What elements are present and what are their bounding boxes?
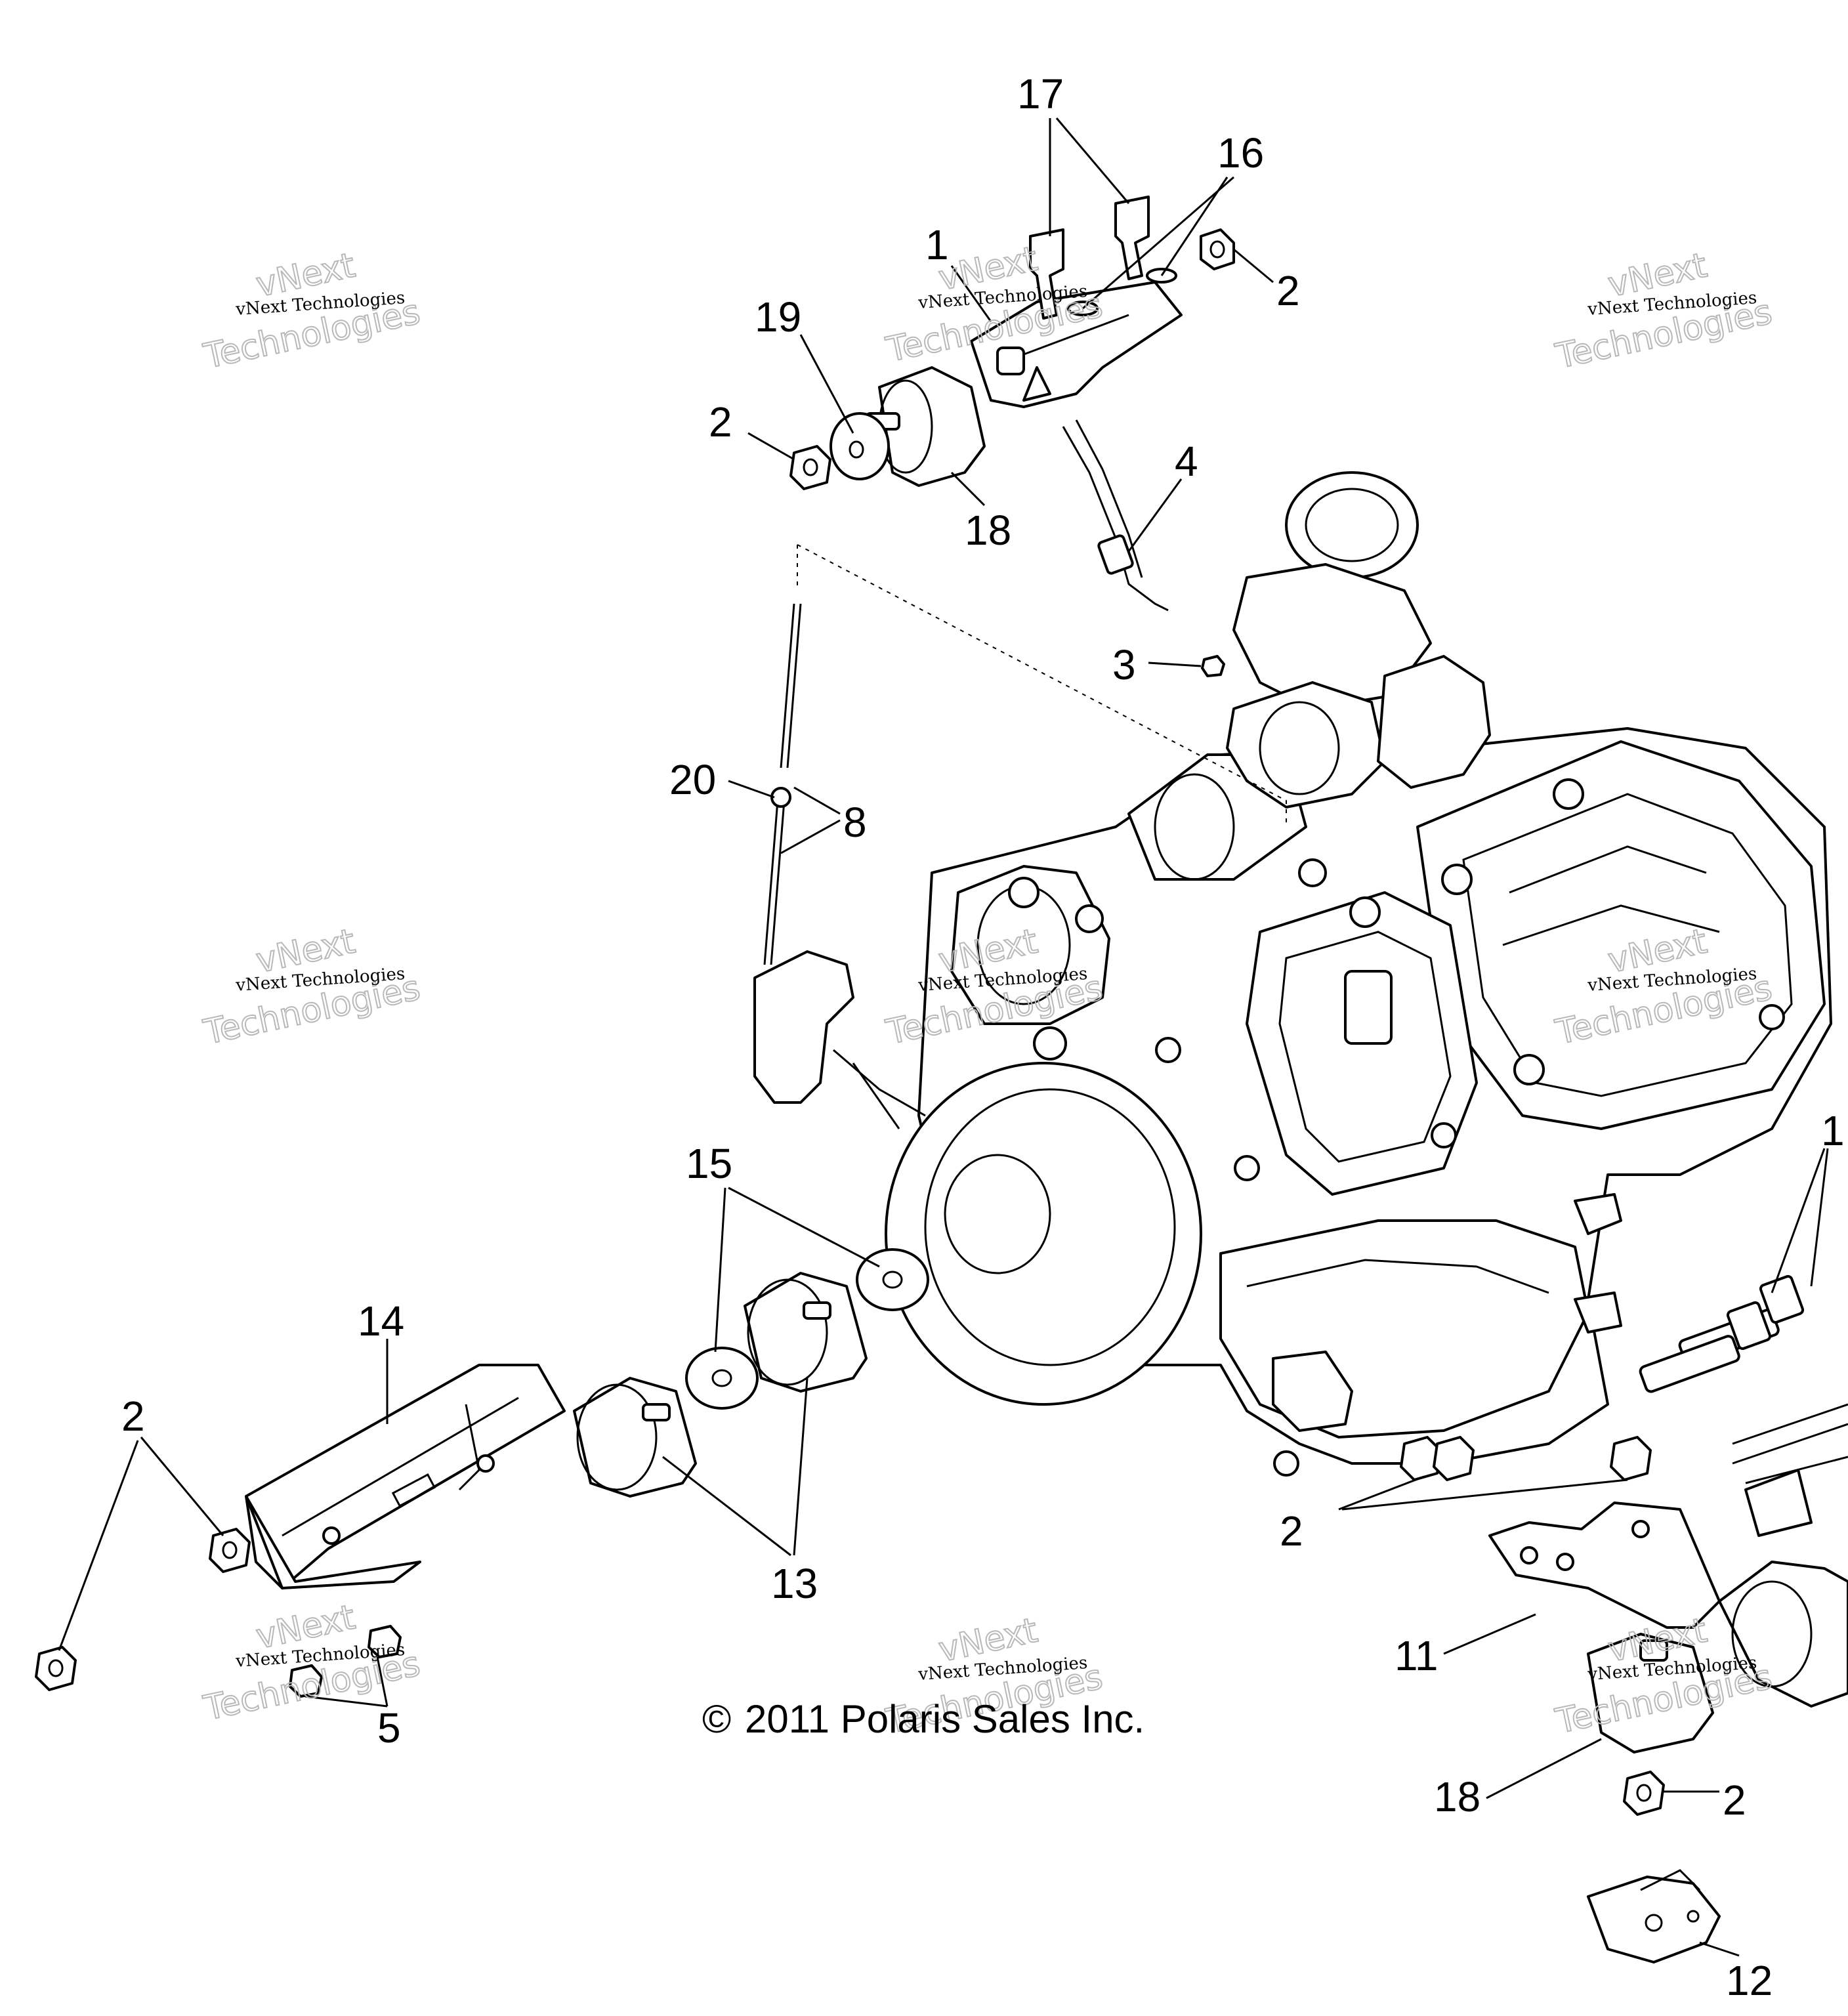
callout-3: 3 xyxy=(1112,641,1136,688)
rear-mount-group xyxy=(1400,1436,1721,1964)
callout-16: 16 xyxy=(1217,129,1264,177)
small-nut xyxy=(1201,655,1225,677)
engine-assembly xyxy=(753,471,1848,1708)
dipstick-group xyxy=(763,544,1287,965)
copyright-symbol: © xyxy=(702,1697,731,1741)
watermark-top-left: vNext Technologies vNext Technologies xyxy=(200,245,424,377)
callout-2-top-right: 2 xyxy=(1276,267,1300,314)
callout-2-front: 2 xyxy=(121,1393,145,1440)
front-mount-group xyxy=(35,1248,929,1698)
callout-13: 13 xyxy=(771,1560,818,1607)
callout-4: 4 xyxy=(1175,438,1198,485)
callout-17: 17 xyxy=(1017,70,1064,117)
callout-1-right: 1 xyxy=(1821,1107,1845,1154)
copyright-notice: © 2011 Polaris Sales Inc. xyxy=(702,1697,1144,1741)
callout-19: 19 xyxy=(755,293,801,341)
callout-2-rear: 2 xyxy=(1280,1507,1303,1555)
callout-11: 11 xyxy=(1395,1632,1438,1679)
callout-8: 8 xyxy=(843,799,867,846)
callout-15: 15 xyxy=(686,1140,732,1187)
callout-5: 5 xyxy=(377,1704,401,1752)
callout-2-bottom: 2 xyxy=(1723,1776,1746,1824)
copyright-text: 2011 Polaris Sales Inc. xyxy=(745,1697,1144,1741)
watermark-top-right: vNext Technologies vNext Technologies xyxy=(1551,245,1776,377)
callout-1-top: 1 xyxy=(925,221,949,268)
callout-18-top: 18 xyxy=(965,507,1011,554)
callout-12: 12 xyxy=(1726,1957,1773,2004)
callout-14: 14 xyxy=(358,1297,404,1345)
top-mount-group xyxy=(789,196,1235,490)
watermark-mid-left: vNext Technologies vNext Technologies xyxy=(200,921,424,1053)
breather-tube xyxy=(1062,419,1169,612)
callout-20: 20 xyxy=(669,756,716,803)
callout-18-bottom: 18 xyxy=(1434,1773,1480,1820)
leader-lines xyxy=(58,117,1829,1957)
callout-2-top-left: 2 xyxy=(709,398,732,446)
callout-labels: 17 16 1 2 19 2 18 4 3 20 8 15 14 2 13 5 … xyxy=(121,70,1845,2004)
